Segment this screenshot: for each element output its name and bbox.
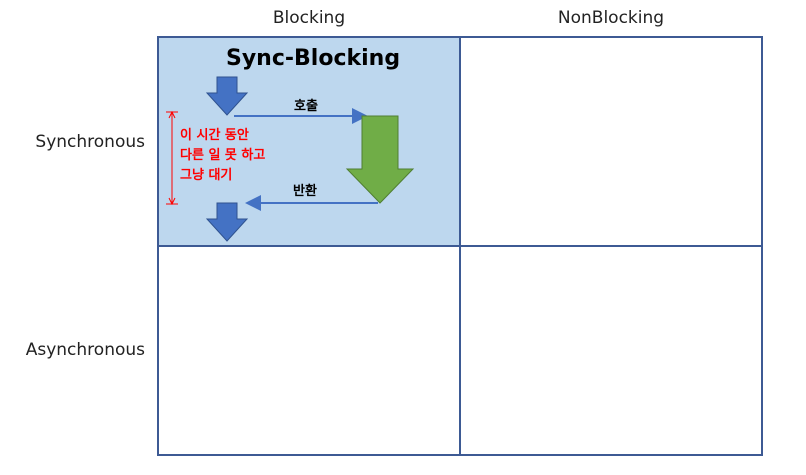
cell-sync-blocking	[158, 37, 460, 246]
wait-note-line-1: 이 시간 동안	[180, 128, 249, 143]
column-header-blocking: Blocking	[272, 8, 346, 28]
caller-down-arrow-icon	[205, 76, 249, 116]
wait-note-line-2: 다른 일 못 하고	[180, 148, 266, 163]
return-label: 반환	[293, 184, 317, 199]
caller-resume-arrow-icon	[205, 202, 249, 242]
wait-note-line-3: 그냥 대기	[180, 168, 233, 183]
callee-down-arrow-icon	[345, 115, 415, 204]
row-header-asynchronous: Asynchronous	[25, 340, 145, 360]
sync-blocking-title: Sync-Blocking	[226, 46, 401, 71]
column-header-nonblocking: NonBlocking	[557, 8, 665, 28]
call-label: 호출	[294, 99, 318, 114]
row-header-synchronous: Synchronous	[35, 132, 145, 152]
